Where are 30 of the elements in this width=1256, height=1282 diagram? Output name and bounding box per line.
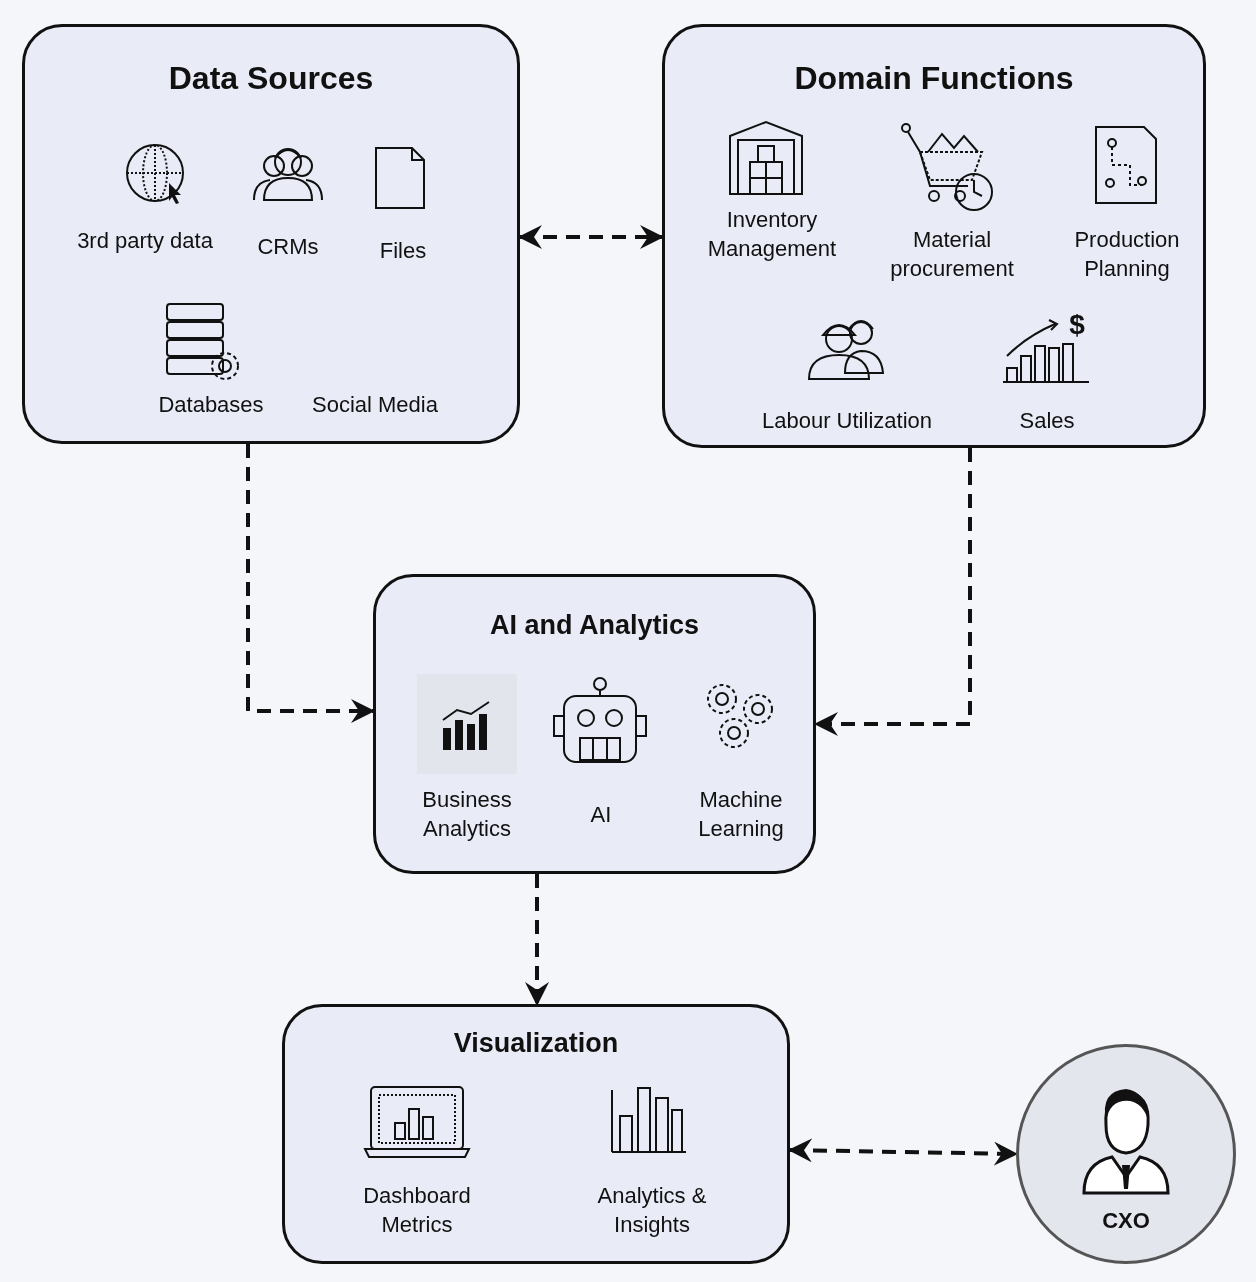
group-box xyxy=(22,24,520,444)
item-label: Business Analytics xyxy=(421,786,513,843)
dashed-arrow xyxy=(525,874,549,1006)
group-title: AI and Analytics xyxy=(488,610,701,641)
item-label: Production Planning xyxy=(1073,226,1181,283)
item-label: Files xyxy=(378,237,428,265)
item-label: Social Media xyxy=(311,391,439,419)
group-box xyxy=(373,574,816,874)
item-label: Labour Utilization xyxy=(761,407,933,435)
dashed-arrow xyxy=(518,225,664,249)
item-label: Inventory Management xyxy=(706,206,838,263)
item-label: Material procurement xyxy=(889,226,1015,283)
dashed-arrow xyxy=(788,1138,1018,1166)
currency-sign: $ xyxy=(1068,310,1086,339)
item-label: Sales xyxy=(1018,407,1076,435)
group-box xyxy=(282,1004,790,1264)
group-title: Visualization xyxy=(452,1028,620,1059)
group-box xyxy=(662,24,1206,448)
dashed-arrow xyxy=(814,448,972,736)
item-label: Databases xyxy=(157,391,265,419)
group-title: Data Sources xyxy=(167,60,375,97)
item-label: 3rd party data xyxy=(76,227,214,255)
group-title: Domain Functions xyxy=(793,60,1075,97)
item-label: CRMs xyxy=(256,233,320,261)
item-label: Machine Learning xyxy=(697,786,785,843)
item-label: AI xyxy=(589,801,613,829)
group-title: CXO xyxy=(1101,1208,1151,1234)
item-label: Dashboard Metrics xyxy=(362,1182,472,1239)
item-label: Analytics & Insights xyxy=(596,1182,708,1239)
dashed-arrow xyxy=(246,444,375,723)
